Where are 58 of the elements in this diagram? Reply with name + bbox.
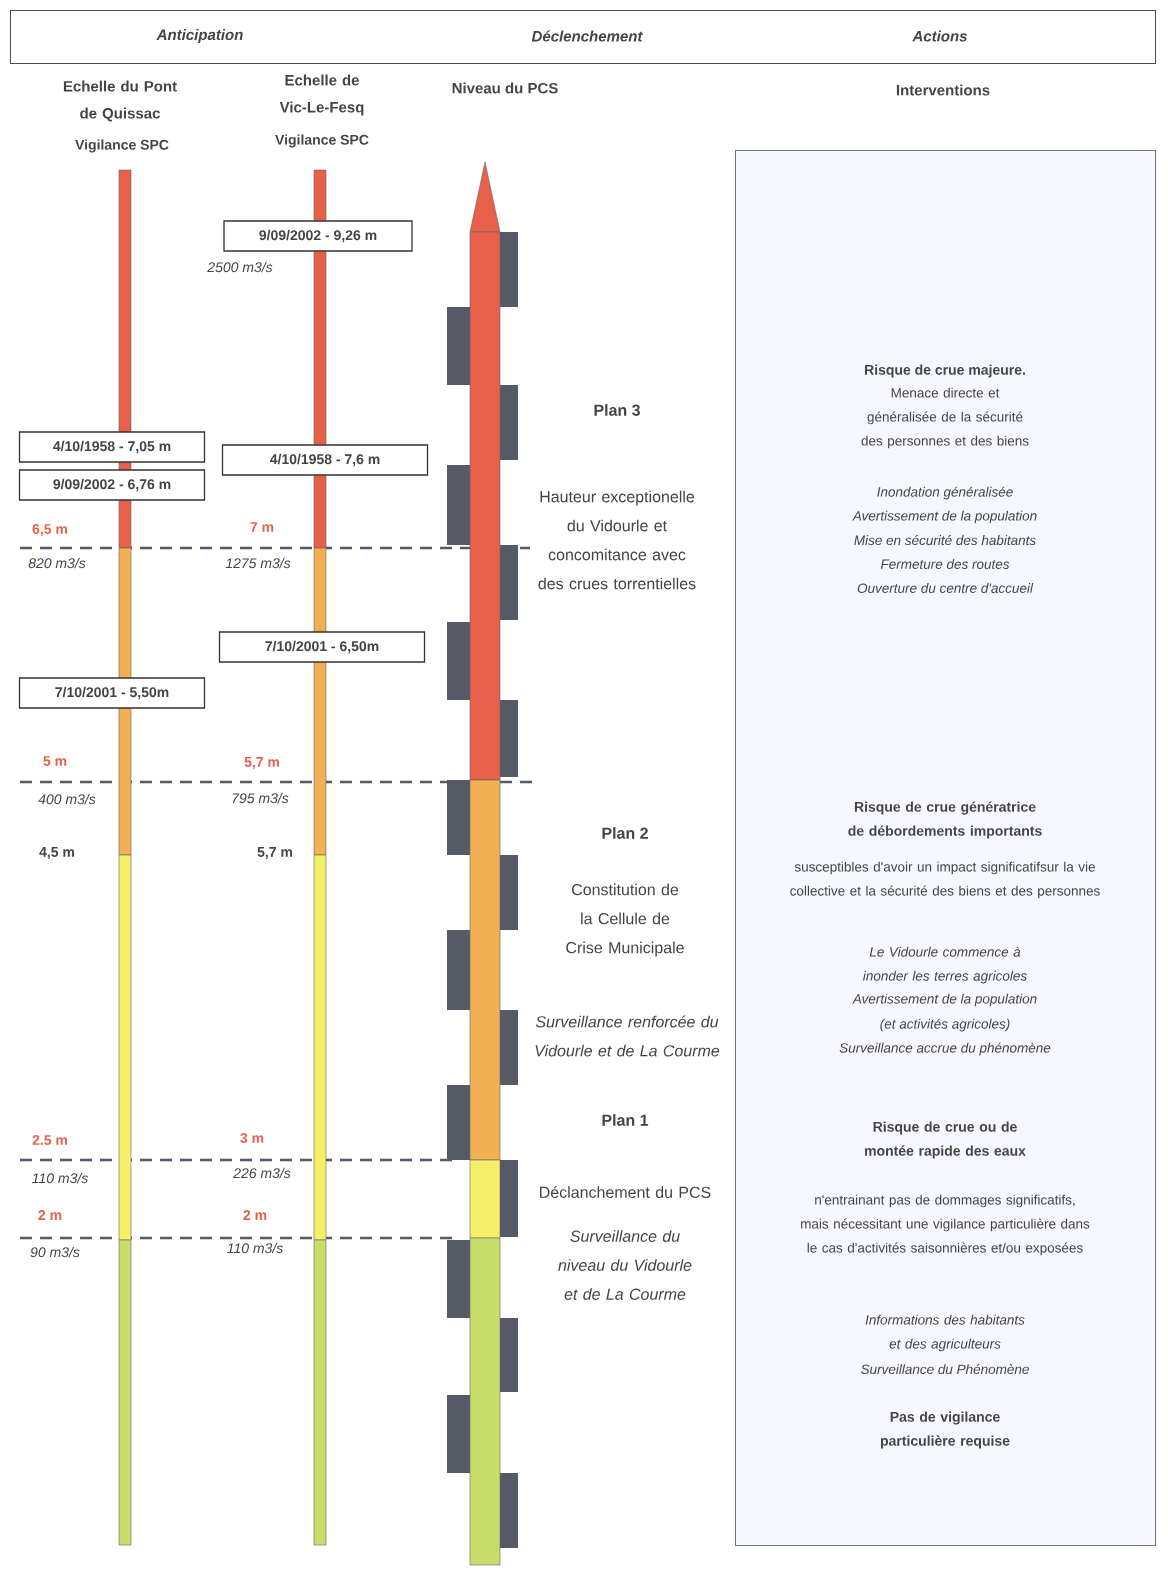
plan-description: Constitution de la Cellule de Crise Municipale (566, 883, 684, 957)
column-title: Interventions (896, 84, 990, 96)
action-item: Informations des habitants et des agriculteurs (865, 1314, 1025, 1352)
flow-value: 820 m3/s (28, 557, 86, 569)
threshold-value: 4,5 m (39, 847, 75, 859)
risk-description: n'entrainant pas de dommages significatifs, mais nécessitant une vigilance particulière dans le cas d'activités saisonnières et/ou exposées (801, 1194, 1090, 1256)
risk-heading: Risque de crue majeure. (865, 364, 1025, 378)
action-item: Inondation généralisée (877, 486, 1013, 500)
plan-title: Plan 2 (602, 827, 648, 839)
threshold-value: 2.5 m (32, 1135, 68, 1145)
risk-heading: Pas de vigilance particulière requise (880, 1411, 1010, 1449)
threshold-value: 5,7 m (257, 847, 293, 859)
risk-description: susceptibles d'avoir un impact significatifsur la vie collective et la sécurité des biens et des personnes (790, 861, 1100, 899)
event-box: 7/10/2001 - 6,50m (218, 631, 426, 663)
flow-value: 795 m3/s (232, 792, 289, 804)
risk-heading: Risque de crue ou de montée rapide des eaux (865, 1121, 1026, 1159)
action-item: (et activités agricoles) (880, 1018, 1010, 1032)
action-item: Mise en sécurité des habitants (854, 534, 1036, 546)
threshold-value: 3 m (240, 1133, 264, 1143)
threshold-value: 7 m (250, 522, 274, 532)
header-bar: Anticipation Déclenchement Actions (10, 10, 1156, 64)
action-item: Surveillance du Phénomène (860, 1363, 1029, 1375)
threshold-value: 2 m (38, 1210, 62, 1220)
action-item: Ouverture du centre d'accueil (857, 583, 1034, 593)
event-box: 7/10/2001 - 5,50m (18, 677, 206, 709)
interventions-panel (735, 150, 1156, 1546)
event-box: 9/09/2002 - 9,26 m (223, 220, 413, 252)
plan-description: Déclanchement du PCS (540, 1186, 711, 1198)
plan-description: Surveillance renforcée du Vidourle et de La Courme (535, 1015, 720, 1057)
risk-description: Menace directe et généralisée de la sécurité des personnes et des biens (861, 387, 1029, 449)
flow-value: 90 m3/s (30, 1246, 80, 1258)
threshold-value: 6,5 m (32, 524, 68, 536)
action-item: Avertissement de la population (852, 993, 1037, 1007)
action-item: Avertissement de la population (852, 510, 1037, 524)
flow-value: 2500 m3/s (207, 261, 273, 273)
plan-title: Plan 3 (594, 404, 640, 416)
flow-value: 400 m3/s (38, 793, 96, 805)
scale-title: Niveau du PCS (452, 82, 558, 94)
action-item: Surveillance accrue du phénomène (839, 1042, 1051, 1056)
plan-description: Hauteur exceptionelle du Vidourle et concomitance avec des crues torrentielles (538, 490, 696, 590)
event-box: 9/09/2002 - 6,76 m (18, 469, 206, 501)
action-item: Fermeture des routes (880, 559, 1010, 569)
scale-subtitle: Vigilance SPC (275, 134, 369, 148)
plan-title: Plan 1 (602, 1114, 649, 1126)
threshold-value: 2 m (243, 1210, 267, 1220)
threshold-value: 5,7 m (244, 757, 280, 769)
event-box: 4/10/1958 - 7,05 m (18, 431, 206, 463)
scale-title: Echelle du Pont de Quissac (63, 80, 177, 122)
flow-value: 110 m3/s (227, 1242, 283, 1254)
plan-description: Surveillance du niveau du Vidourle et de La Courme (558, 1230, 692, 1300)
event-box: 4/10/1958 - 7,6 m (221, 444, 429, 476)
flow-value: 1275 m3/s (225, 557, 291, 569)
flow-value: 226 m3/s (233, 1167, 291, 1179)
flow-value: 110 m3/s (32, 1172, 88, 1184)
scale-subtitle: Vigilance SPC (75, 139, 169, 153)
action-item: Le Vidourle commence à inonder les terres agricoles (863, 946, 1027, 984)
threshold-value: 5 m (43, 756, 67, 766)
risk-heading: Risque de crue génératrice de débordements importants (848, 801, 1042, 839)
